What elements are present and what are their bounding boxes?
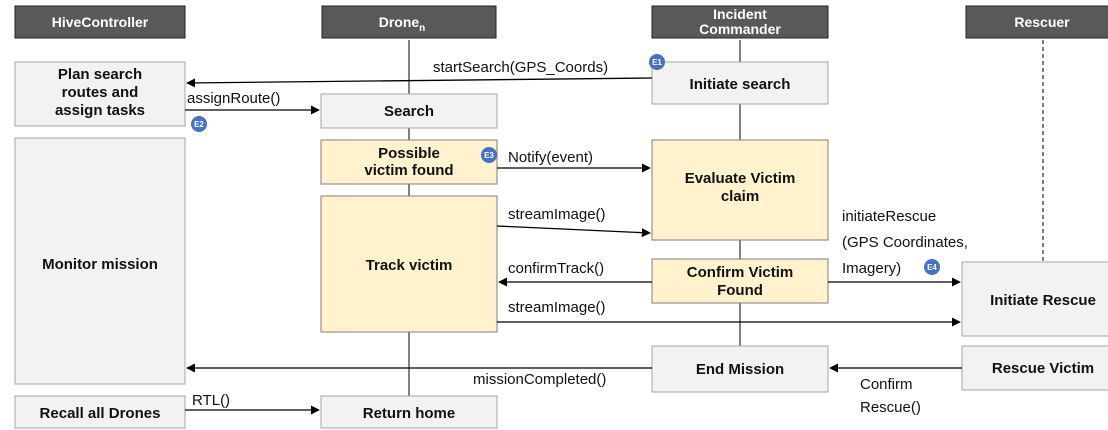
svg-text:assign tasks: assign tasks: [55, 102, 145, 119]
box-confirm-victim: Confirm Victim Found: [651, 258, 829, 304]
svg-text:Rescue Victim: Rescue Victim: [992, 360, 1094, 377]
arrow-start-search: [186, 77, 653, 88]
msg-stream-image-1: streamImage(): [508, 206, 606, 223]
svg-text:routes and: routes and: [62, 84, 139, 101]
svg-text:Found: Found: [717, 282, 763, 299]
box-evaluate-victim: Evaluate Victim claim: [651, 139, 829, 241]
msg-initiate-rescue-3: Imagery): [842, 260, 901, 277]
badge-e2: E2: [191, 116, 207, 132]
box-end-mission: End Mission: [651, 345, 829, 393]
lane-header-incident-commander: Incident Commander: [651, 5, 829, 39]
lane-label-drone: Dronen: [379, 14, 426, 34]
msg-confirm-rescue-1: Confirm: [860, 376, 913, 393]
lane-header-rescuer: Rescuer: [965, 5, 1108, 39]
svg-text:Initiate search: Initiate search: [690, 76, 791, 93]
msg-confirm-track: confirmTrack(): [508, 260, 604, 277]
badge-e1: E1: [649, 54, 665, 70]
svg-text:E2: E2: [194, 120, 204, 129]
msg-rtl: RTL(): [192, 392, 230, 409]
box-monitor-mission: Monitor mission: [14, 137, 186, 385]
svg-text:victim found: victim found: [364, 162, 453, 179]
box-return-home: Return home: [320, 395, 498, 429]
svg-text:Track victim: Track victim: [366, 257, 453, 274]
svg-text:E1: E1: [652, 58, 662, 67]
box-initiate-search: Initiate search: [651, 61, 829, 105]
svg-text:Plan search: Plan search: [58, 66, 142, 83]
lane-header-drone: Dronen: [321, 5, 497, 39]
msg-initiate-rescue-1: initiateRescue: [842, 208, 936, 225]
svg-text:End Mission: End Mission: [696, 361, 784, 378]
box-rescue-victim: Rescue Victim: [961, 345, 1108, 391]
msg-assign-route: assignRoute(): [187, 90, 280, 107]
svg-text:Confirm Victim: Confirm Victim: [687, 264, 793, 281]
lane-label-ic-line2: Commander: [699, 21, 781, 37]
svg-text:Recall all Drones: Recall all Drones: [40, 405, 161, 422]
box-search: Search: [320, 93, 498, 129]
box-track-victim: Track victim: [320, 195, 498, 333]
svg-text:Return home: Return home: [363, 405, 456, 422]
svg-text:Search: Search: [384, 103, 434, 120]
badge-e4: E4: [924, 259, 940, 275]
lane-header-hive-controller: HiveController: [14, 5, 186, 39]
svg-text:Monitor mission: Monitor mission: [42, 256, 158, 273]
lane-label-ic-line1: Incident: [713, 6, 767, 22]
lane-label-rescuer: Rescuer: [1014, 14, 1070, 30]
msg-stream-image-2: streamImage(): [508, 299, 606, 316]
svg-text:E3: E3: [484, 151, 494, 160]
msg-confirm-rescue-2: Rescue(): [860, 399, 921, 416]
svg-text:Evaluate Victim: Evaluate Victim: [685, 170, 796, 187]
msg-initiate-rescue-2: (GPS Coordinates,: [842, 234, 968, 251]
box-recall-drones: Recall all Drones: [14, 395, 186, 429]
msg-mission-completed: missionCompleted(): [473, 371, 606, 388]
svg-text:Possible: Possible: [378, 145, 440, 162]
box-initiate-rescue: Initiate Rescue: [961, 261, 1108, 337]
badge-e3: E3: [481, 147, 497, 163]
svg-text:claim: claim: [721, 188, 759, 205]
svg-text:E4: E4: [927, 263, 937, 272]
box-possible-victim: Possible victim found: [320, 139, 498, 185]
svg-text:Initiate Rescue: Initiate Rescue: [990, 292, 1096, 309]
msg-notify: Notify(event): [508, 149, 593, 166]
msg-start-search: startSearch(GPS_Coords): [433, 59, 608, 76]
arrow-stream-image-1: [496, 225, 651, 238]
lane-label-hive: HiveController: [52, 14, 149, 30]
box-plan-search: Plan search routes and assign tasks: [14, 61, 186, 127]
